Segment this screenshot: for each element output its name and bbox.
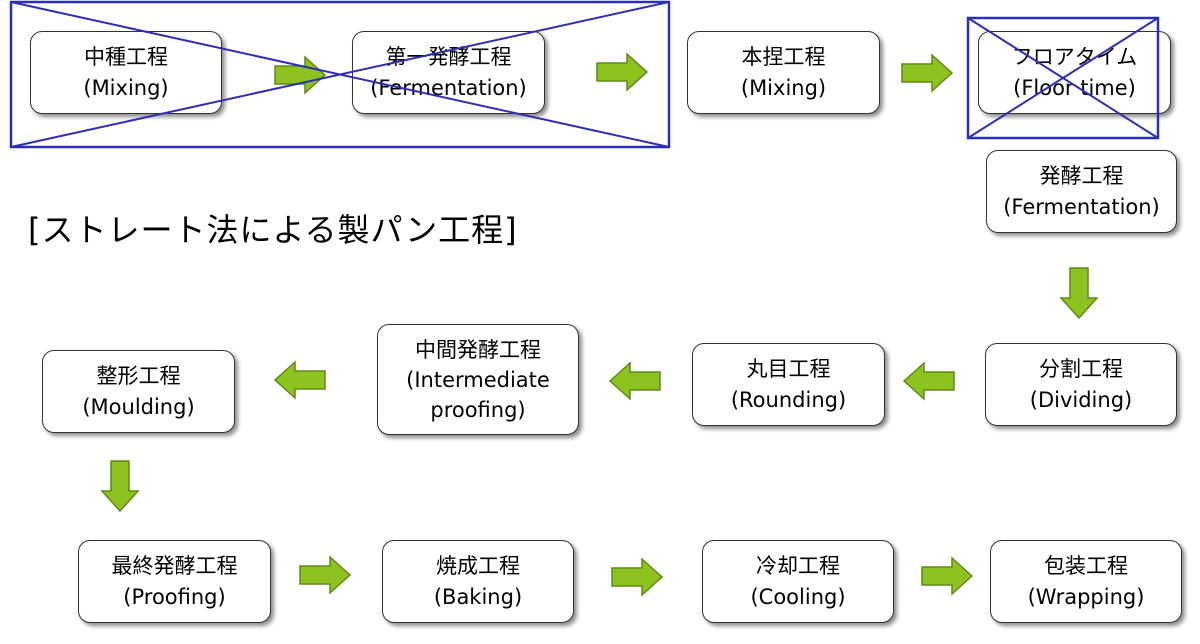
step-wrapping-ja: 包装工程 <box>1044 553 1128 578</box>
arrow-right-icon <box>901 54 953 92</box>
step-first-fermentation-ja: 第一発酵工程 <box>385 44 512 69</box>
step-wrapping-en: (Wrapping) <box>1027 584 1145 609</box>
step-sponge-mixing: 中種工程 (Mixing) <box>30 31 222 114</box>
arrow-right-icon <box>299 556 351 594</box>
step-final-proofing: 最終発酵工程 (Proofing) <box>78 540 271 623</box>
step-dough-mixing-en: (Mixing) <box>740 75 827 100</box>
step-dividing-en: (Dividing) <box>1029 387 1133 412</box>
step-intermediate-proofing-ja: 中間発酵工程 <box>415 337 541 362</box>
arrow-right-icon <box>611 558 663 596</box>
step-cooling-ja: 冷却工程 <box>756 553 840 578</box>
step-intermediate-proofing: 中間発酵工程 (Intermediate proofing) <box>377 324 579 435</box>
step-dividing-ja: 分割工程 <box>1039 356 1123 381</box>
step-final-proofing-en: (Proofing) <box>123 584 226 609</box>
arrow-down-icon <box>101 460 139 512</box>
step-wrapping: 包装工程 (Wrapping) <box>990 540 1182 623</box>
step-rounding-ja: 丸目工程 <box>746 356 831 381</box>
arrow-left-icon <box>274 361 326 399</box>
step-cooling-en: (Cooling) <box>750 584 846 609</box>
step-rounding: 丸目工程 (Rounding) <box>692 343 885 426</box>
step-moulding-ja: 整形工程 <box>96 363 181 388</box>
step-intermediate-proofing-en-2: proofing) <box>430 397 526 422</box>
step-moulding-en: (Moulding) <box>82 394 195 419</box>
step-baking: 焼成工程 (Baking) <box>382 540 574 623</box>
step-dough-mixing-ja: 本捏工程 <box>741 44 826 69</box>
step-intermediate-proofing-en: (Intermediate <box>406 367 550 392</box>
step-dividing: 分割工程 (Dividing) <box>985 343 1177 426</box>
step-sponge-mixing-en: (Mixing) <box>83 75 169 100</box>
cross-out-mark-left <box>9 0 671 149</box>
step-first-fermentation: 第一発酵工程 (Fermentation) <box>352 31 545 114</box>
step-dough-mixing: 本捏工程 (Mixing) <box>687 31 880 114</box>
cross-out-mark-right <box>966 16 1160 140</box>
step-baking-en: (Baking) <box>433 584 523 609</box>
step-moulding: 整形工程 (Moulding) <box>42 350 235 433</box>
step-cooling: 冷却工程 (Cooling) <box>702 540 894 623</box>
arrow-left-icon <box>609 362 661 400</box>
step-fermentation-ja: 発酵工程 <box>1039 163 1124 188</box>
step-fermentation: 発酵工程 (Fermentation) <box>986 150 1177 233</box>
diagram-title: [ストレート法による製パン工程] <box>28 211 518 249</box>
step-floor-time-ja: フロアタイム <box>1011 44 1138 69</box>
step-rounding-en: (Rounding) <box>730 387 847 412</box>
step-sponge-mixing-ja: 中種工程 <box>84 44 168 69</box>
step-fermentation-en: (Fermentation) <box>1003 194 1160 219</box>
step-final-proofing-ja: 最終発酵工程 <box>111 553 238 578</box>
step-baking-ja: 焼成工程 <box>436 553 520 578</box>
arrow-right-icon <box>921 557 973 595</box>
arrow-down-icon <box>1060 267 1098 319</box>
arrow-left-icon <box>903 362 955 400</box>
